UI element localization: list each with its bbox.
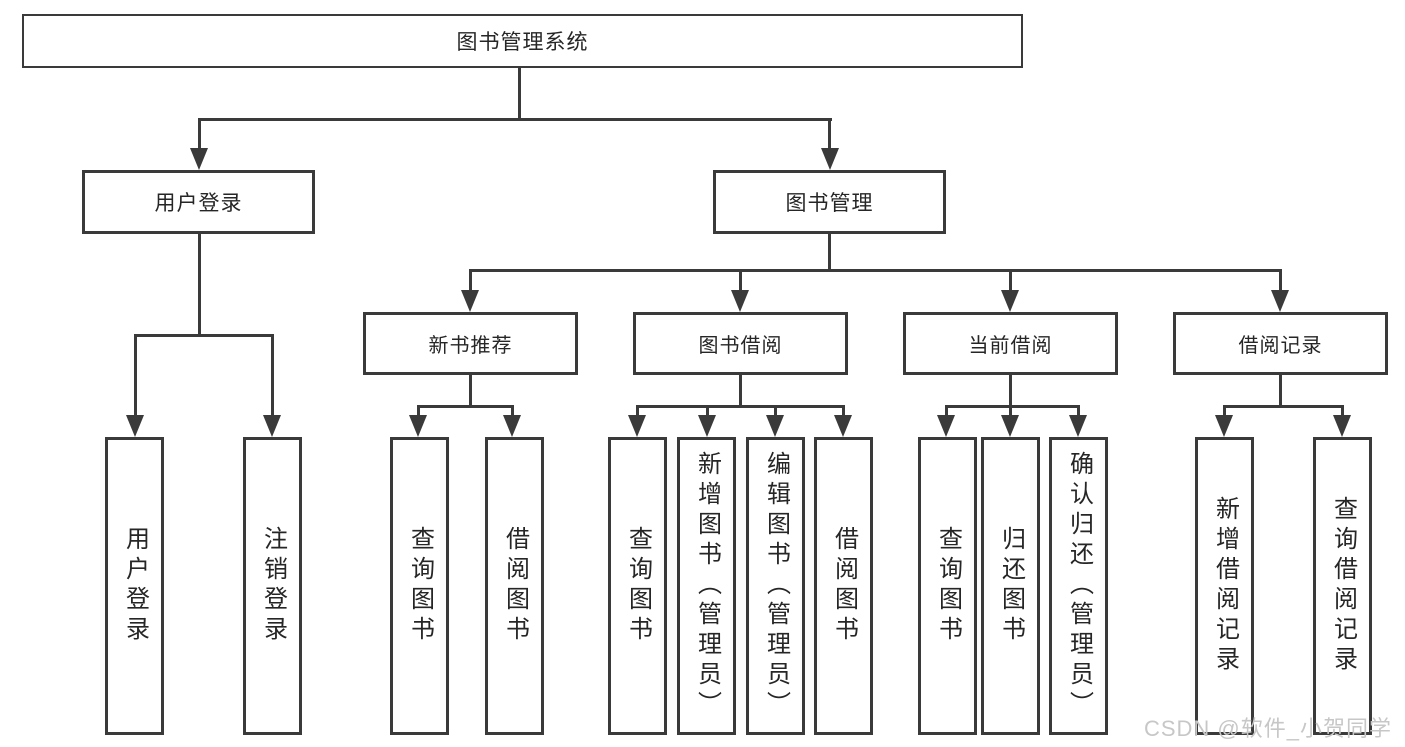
connector-leaf-stub: [842, 405, 845, 418]
arrow-down-icon: [834, 415, 852, 437]
connector-current-rail: [945, 405, 1080, 408]
arrow-down-icon: [263, 415, 281, 437]
leaf-confirm-return-admin: 确认归还（管理员）: [1049, 437, 1108, 735]
connector-user-login-stub: [198, 118, 201, 151]
leaf-query-books: 查询图书: [390, 437, 449, 735]
leaf-return-books: 归还图书: [981, 437, 1040, 735]
arrow-down-icon: [190, 148, 208, 170]
leaf-borrow-books: 借阅图书: [485, 437, 544, 735]
arrow-down-icon: [1069, 415, 1087, 437]
connector-leaf-stub: [945, 405, 948, 418]
connector-new-book-rail: [417, 405, 514, 408]
leaf-borrow-books: 借阅图书: [814, 437, 873, 735]
connector-book-mgmt-stub: [828, 118, 831, 151]
connector-leaf-stub: [1009, 405, 1012, 418]
node-user-login: 用户登录: [82, 170, 315, 234]
connector-leaf-stub: [134, 334, 137, 418]
node-new-book-recommendation: 新书推荐: [363, 312, 578, 375]
arrow-down-icon: [766, 415, 784, 437]
connector-leaf-stub: [774, 405, 777, 418]
leaf-query-borrow-record: 查询借阅记录: [1313, 437, 1372, 735]
leaf-edit-book-admin: 编辑图书（管理员）: [746, 437, 805, 735]
arrow-down-icon: [126, 415, 144, 437]
leaf-query-books: 查询图书: [918, 437, 977, 735]
leaf-logout: 注销登录: [243, 437, 302, 735]
arrow-down-icon: [1215, 415, 1233, 437]
connector-borrowing-drop: [739, 375, 742, 407]
connector-leaf-stub: [636, 405, 639, 418]
arrow-down-icon: [1001, 290, 1019, 312]
node-book-management: 图书管理: [713, 170, 946, 234]
arrow-down-icon: [1001, 415, 1019, 437]
node-book-borrowing: 图书借阅: [633, 312, 848, 375]
arrow-down-icon: [409, 415, 427, 437]
connector-leaf-stub: [271, 334, 274, 418]
connector-records-rail: [1223, 405, 1344, 408]
connector-leaf-stub: [1223, 405, 1226, 418]
connector-current-drop: [1009, 375, 1012, 407]
connector-new-book-drop: [469, 375, 472, 407]
connector-leaf-stub: [1341, 405, 1344, 418]
connector-level3-stub: [469, 269, 472, 293]
leaf-query-books: 查询图书: [608, 437, 667, 735]
arrow-down-icon: [503, 415, 521, 437]
node-library-management-system: 图书管理系统: [22, 14, 1023, 68]
arrow-down-icon: [628, 415, 646, 437]
arrow-down-icon: [1271, 290, 1289, 312]
node-current-borrowing: 当前借阅: [903, 312, 1118, 375]
connector-level3-rail: [469, 269, 1282, 272]
connector-level3-stub: [1009, 269, 1012, 293]
connector-level3-stub: [1279, 269, 1282, 293]
connector-level2-rail: [198, 118, 832, 121]
connector-leaf-stub: [511, 405, 514, 418]
connector-level3-stub: [739, 269, 742, 293]
arrow-down-icon: [821, 148, 839, 170]
connector-leaf-stub: [706, 405, 709, 418]
watermark-csdn: CSDN @软件_小贺同学: [1143, 716, 1392, 741]
arrow-down-icon: [698, 415, 716, 437]
connector-user-login-drop: [198, 234, 201, 337]
arrow-down-icon: [1333, 415, 1351, 437]
connector-records-drop: [1279, 375, 1282, 407]
connector-leaf-stub: [417, 405, 420, 418]
connector-root-drop: [518, 68, 521, 120]
connector-user-login-rail: [134, 334, 274, 337]
leaf-add-borrow-record: 新增借阅记录: [1195, 437, 1254, 735]
arrow-down-icon: [731, 290, 749, 312]
connector-leaf-stub: [1077, 405, 1080, 418]
arrow-down-icon: [937, 415, 955, 437]
connector-borrowing-rail: [636, 405, 845, 408]
connector-book-mgmt-drop: [828, 234, 831, 272]
node-borrowing-records: 借阅记录: [1173, 312, 1388, 375]
leaf-user-login: 用户登录: [105, 437, 164, 735]
leaf-add-book-admin: 新增图书（管理员）: [677, 437, 736, 735]
arrow-down-icon: [461, 290, 479, 312]
